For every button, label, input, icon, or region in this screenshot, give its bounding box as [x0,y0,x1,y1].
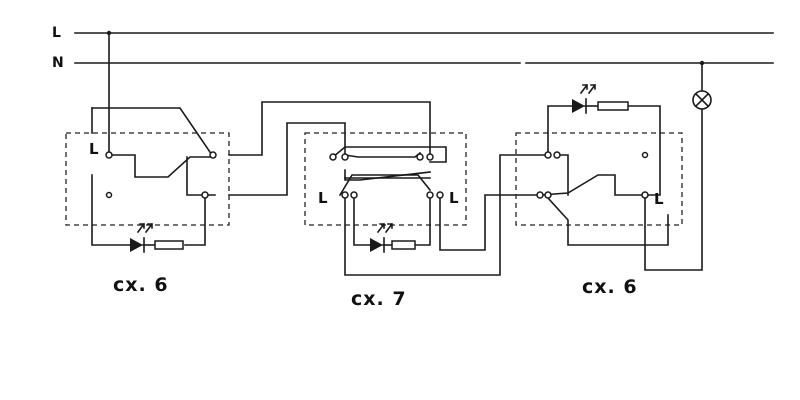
led-indicator-icon [130,222,156,253]
right-internal-a [556,154,569,196]
right-switch-contact [539,174,646,196]
middle-cross-c [344,169,431,181]
middle-out-left [344,154,549,276]
left-terminal-bottom [201,191,209,199]
switch-middle-caption: сх. 7 [351,288,407,310]
junction-dot [106,30,112,36]
left-led-wire-b [184,194,206,246]
middle-out-right [439,194,541,251]
left-traveler-wire [91,107,214,157]
middle-terminal-label-right: L [449,189,459,207]
right-terminal-L [641,191,649,199]
switch-middle-housing [304,132,467,226]
left-terminal-blank [105,191,113,199]
right-lamp-wire [644,109,703,271]
right-terminal-4 [544,191,552,199]
middle-cross-a [331,146,447,163]
right-led-wire-b [627,105,661,196]
right-terminal-3 [536,191,544,199]
switch-left-caption: сх. 6 [113,274,169,296]
left-terminal-L [105,151,113,159]
middle-terminal-1 [329,153,337,161]
junction-dot [699,60,705,66]
resistor-icon [391,240,416,250]
right-terminal-1 [544,151,552,159]
switch-right-caption: сх. 6 [582,276,638,298]
right-led-wire-a [547,105,573,156]
middle-terminal-4 [426,153,434,161]
switch-middle: L L сх. 7 [304,132,549,310]
switch-left: L сх. 6 [65,30,230,296]
left-switch-contact [108,154,216,178]
switch-left-housing [65,132,230,226]
switch-right-housing [515,132,683,226]
line-bus-label: L [52,25,61,41]
middle-terminal-7 [426,191,434,199]
switch-right: L сх. 6 [515,60,712,298]
right-terminal-blank [641,151,649,159]
lamp-icon [692,90,712,110]
middle-cross-b [344,151,422,158]
left-terminal-top [209,151,217,159]
middle-led-wire-b [414,194,431,246]
middle-led-wire-a [353,194,371,246]
led-indicator-icon [370,222,394,253]
power-bus: L N [52,25,774,71]
resistor-icon [597,101,629,111]
right-terminal-2 [553,151,561,159]
right-bottom-wire [546,196,669,246]
right-terminal-label: L [654,190,664,208]
resistor-icon [154,240,184,250]
middle-terminal-label-left: L [318,189,328,207]
middle-cross-d [338,174,432,197]
middle-terminal-5 [341,191,349,199]
led-indicator-icon [572,83,599,114]
neutral-bus-label: N [52,55,64,71]
left-led-wire-a [91,174,131,246]
middle-terminal-6 [350,191,358,199]
middle-terminal-3 [416,153,424,161]
left-terminal-label: L [89,140,99,158]
traveler-wire-top [228,101,431,156]
middle-terminal-2 [341,153,349,161]
middle-terminal-8 [436,191,444,199]
left-internal-wire [186,156,216,196]
traveler-wire-bottom [228,122,346,196]
